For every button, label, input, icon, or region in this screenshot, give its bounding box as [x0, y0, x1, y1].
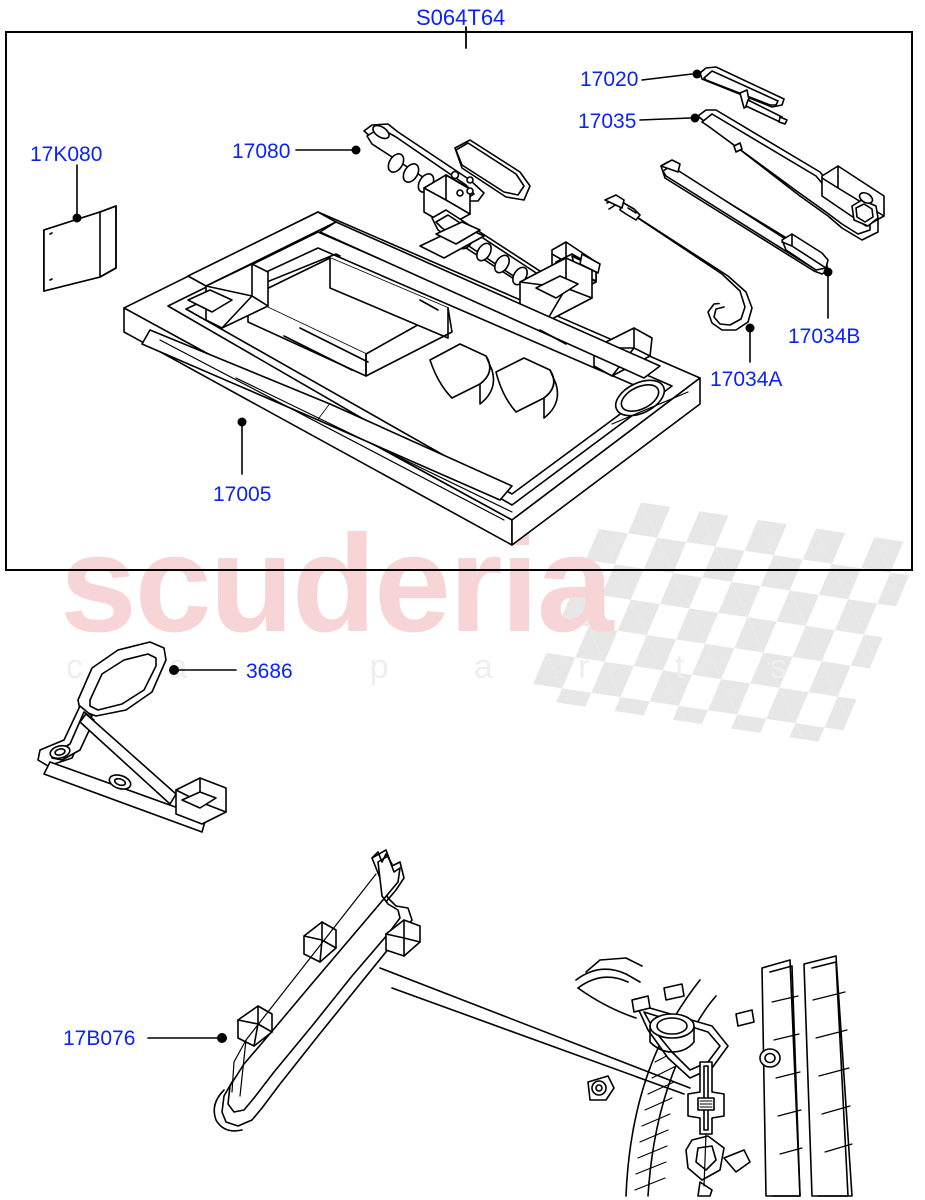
- leader-17K080: [72, 164, 82, 223]
- diagram-frame: [5, 31, 913, 571]
- callout-17034B: 17034B: [788, 325, 861, 348]
- part-17035-wheel-wrench: [697, 109, 885, 241]
- part-3686-retainer-bracket: [37, 641, 227, 833]
- leader-17034A: [745, 323, 755, 363]
- leader-17034B: [823, 267, 833, 319]
- callout-17K080: 17K080: [30, 143, 103, 166]
- callout-17034A: 17034A: [710, 368, 783, 391]
- callout-17005: 17005: [213, 483, 272, 506]
- leader-17020: [641, 69, 702, 81]
- leader-17B076: [147, 1033, 227, 1043]
- callout-17080: 17080: [232, 140, 291, 163]
- leader-17005: [237, 417, 247, 475]
- callout-3686: 3686: [246, 660, 293, 683]
- diagram-title: S064T64: [416, 5, 506, 30]
- leader-17035: [639, 113, 700, 123]
- leader-3686: [169, 665, 237, 675]
- callout-17B076: 17B076: [63, 1027, 136, 1050]
- vehicle-body-mounting-detail: [379, 955, 853, 1197]
- leader-17080: [295, 145, 361, 155]
- part-17B076-jack-bracket: [213, 849, 421, 1132]
- part-17K080-tool-case: [43, 205, 117, 292]
- part-17034B-extension-rod: [660, 159, 829, 275]
- part-17020-jack-crank: [699, 66, 788, 125]
- part-17005-stowage-tray: [123, 211, 701, 546]
- callout-17020: 17020: [580, 68, 639, 91]
- callout-17035: 17035: [578, 110, 637, 133]
- part-17034A-hook-rod: [604, 194, 753, 331]
